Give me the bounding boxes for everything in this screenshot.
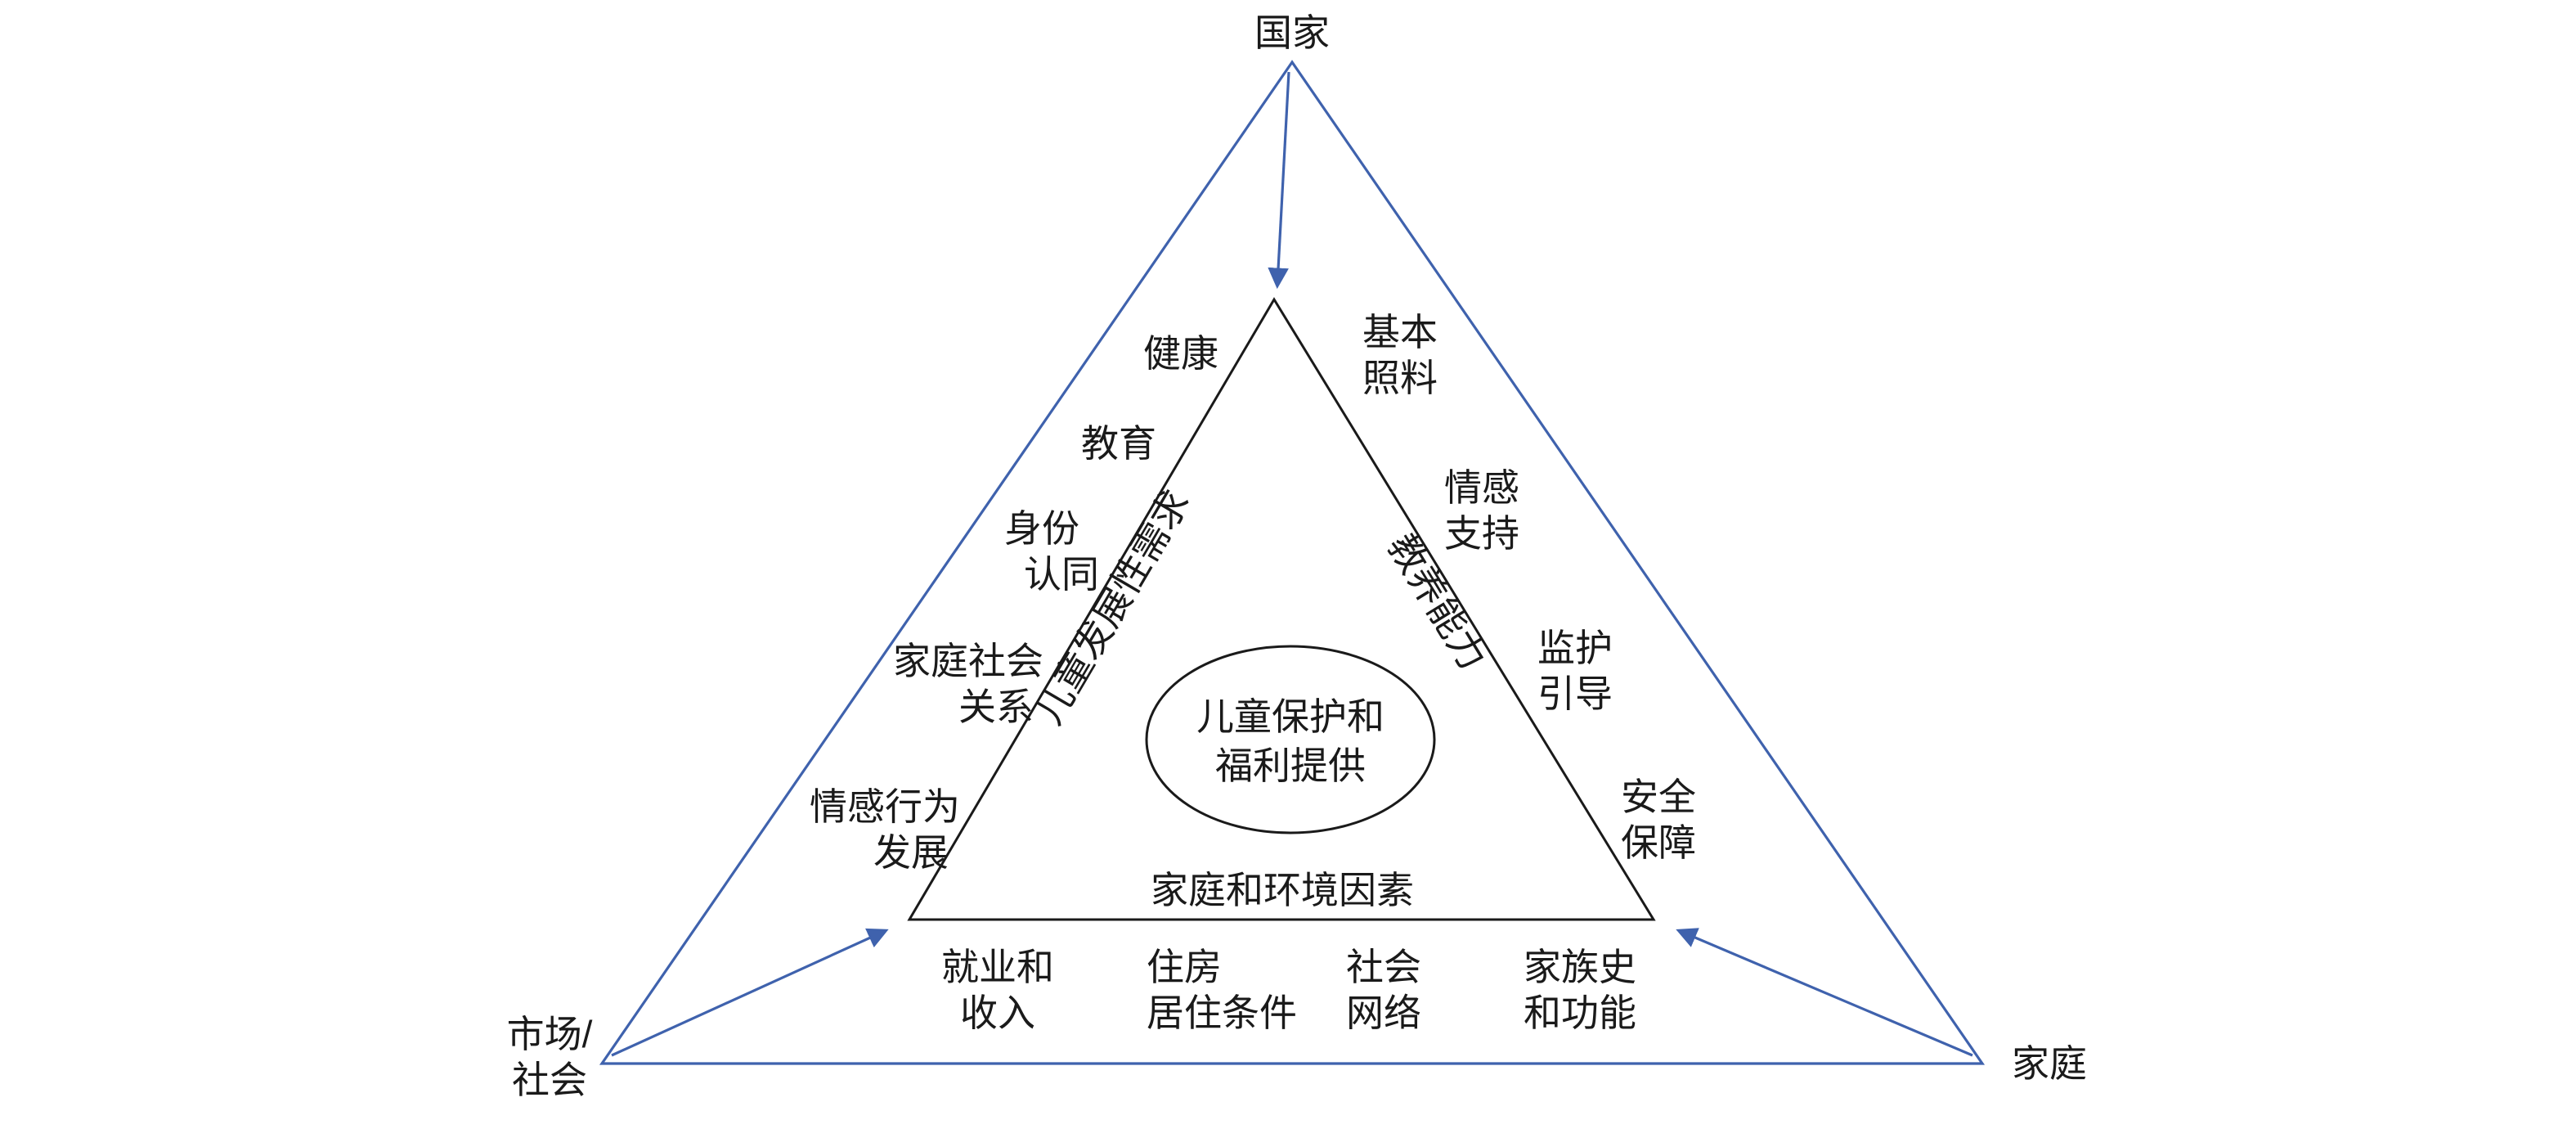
capacity-basic-care-label-line1: 基本 [1362, 311, 1438, 353]
capacity-basic-care-label-line2: 照料 [1362, 357, 1438, 399]
inner-triangle [907, 297, 1656, 921]
env-employment-label-line1: 就业和 [941, 946, 1054, 988]
need-identity-label-line1: 身份 [1004, 507, 1079, 550]
capacity-safety-label-line1: 安全 [1621, 776, 1696, 818]
market-arrow [611, 928, 889, 1057]
capacity-guardianship-label-line2: 引导 [1537, 672, 1613, 715]
state-arrow [1268, 71, 1290, 290]
center-ellipse [1145, 645, 1436, 834]
need-education-label: 教育 [1081, 422, 1156, 465]
env-social-network-label-line2: 网络 [1346, 992, 1421, 1034]
need-health-label: 健康 [1143, 332, 1218, 375]
env-family-history-label-line1: 家族史 [1524, 946, 1636, 988]
need-emotional-behavior-label-line1: 情感行为 [810, 785, 960, 828]
side-label-family-environment: 家庭和环境因素 [1151, 869, 1414, 911]
center-label-line1: 儿童保护和 [1196, 695, 1384, 738]
capacity-guardianship-label-line1: 监护 [1537, 627, 1613, 669]
env-employment-label-line2: 收入 [960, 992, 1035, 1034]
env-housing-label-line1: 住房 [1147, 946, 1222, 988]
env-social-network-label-line1: 社会 [1346, 946, 1421, 988]
env-family-history-label-line2: 和功能 [1524, 992, 1636, 1034]
family-arrow [1676, 928, 1973, 1057]
center-label-line2: 福利提供 [1215, 744, 1366, 787]
need-identity-label-line2: 认同 [1024, 553, 1099, 596]
need-emotional-behavior-label-line2: 发展 [873, 831, 949, 874]
vertex-market-label-line1: 市场/ [507, 1013, 593, 1055]
need-family-social-label-line2: 关系 [958, 686, 1034, 728]
need-family-social-label-line1: 家庭社会 [893, 640, 1043, 682]
capacity-safety-label-line2: 保障 [1621, 821, 1696, 864]
vertex-market-label-line2: 社会 [512, 1059, 587, 1101]
env-housing-label-line2: 居住条件 [1147, 992, 1297, 1034]
vertex-family-label: 家庭 [2012, 1042, 2087, 1085]
capacity-emotional-support-label-line2: 支持 [1444, 512, 1519, 555]
capacity-emotional-support-label-line1: 情感 [1444, 466, 1519, 509]
outer-triangle [599, 60, 1986, 1065]
vertex-state-label: 国家 [1254, 11, 1330, 54]
